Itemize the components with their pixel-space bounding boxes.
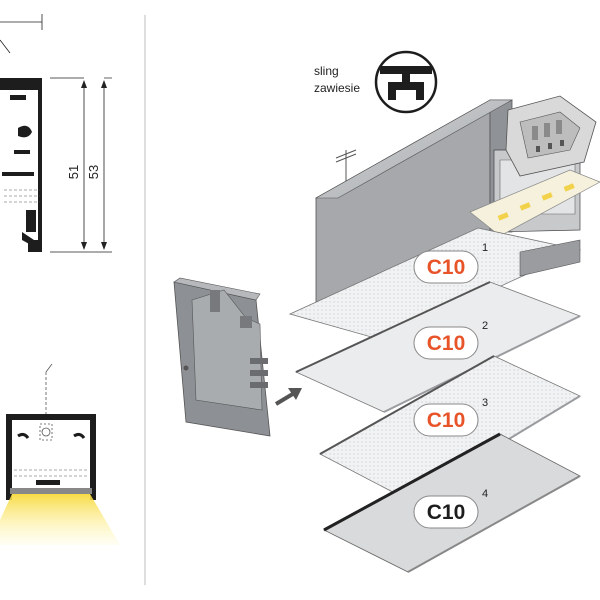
- sling-suspension-label: sling zawiesie: [314, 64, 360, 95]
- sling-label-pl: zawiesie: [314, 81, 360, 95]
- dimension-inner-height: 51: [66, 165, 81, 179]
- sling-label-en: sling: [314, 64, 339, 78]
- diffuser-badge-3: C10 3: [413, 397, 488, 437]
- diffuser-badge-4: C10 4: [413, 488, 488, 529]
- badge-label-1: C10: [427, 256, 466, 279]
- dimension-outer-height: 53: [86, 165, 101, 179]
- badge-number-2: 2: [482, 320, 488, 332]
- badge-number-3: 3: [482, 397, 488, 409]
- badge-label-2: C10: [427, 332, 466, 355]
- diffuser-badge-2: C10 2: [413, 320, 488, 360]
- end-cap: [173, 277, 271, 437]
- assembly-arrow-icon: [274, 388, 302, 406]
- led-strip: [469, 169, 600, 237]
- diffuser-badge-1: C10 1: [413, 242, 488, 284]
- badge-number-4: 4: [482, 488, 488, 500]
- profile-cross-section: 51 53: [0, 14, 112, 253]
- sling-suspension-icon: [374, 50, 438, 114]
- suspended-profile-illustration: [0, 363, 120, 545]
- badge-label-4: C10: [427, 501, 466, 524]
- power-connector-block: [505, 95, 597, 177]
- badge-label-3: C10: [427, 409, 466, 432]
- badge-number-1: 1: [482, 242, 488, 254]
- diffuser-layer-1: [288, 227, 582, 341]
